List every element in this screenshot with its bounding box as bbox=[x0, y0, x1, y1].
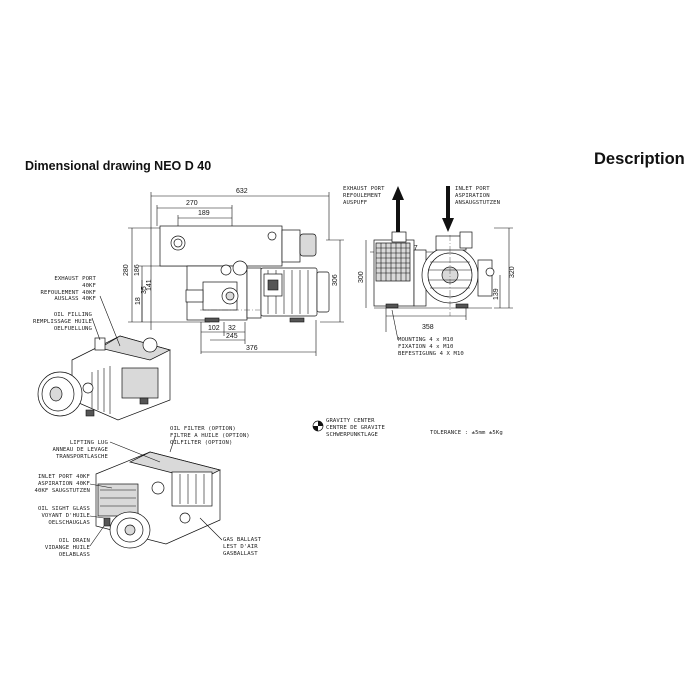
dim-300: 300 bbox=[358, 271, 365, 283]
label-oil-drain: OIL DRAIN VIDANGE HUILE OELABLASS bbox=[44, 538, 90, 558]
inlet-arrow bbox=[442, 186, 454, 232]
label-inlet-port-top: INLET PORT ASPIRATION ANSAUGSTUTZEN bbox=[455, 186, 501, 206]
label-gravity-center: GRAVITY CENTER CENTRE DE GRAVITE SCHWERP… bbox=[326, 418, 385, 438]
label-tolerance: TOLERANCE : ±5mm ±5Kg bbox=[430, 430, 503, 436]
dim-18: 18 bbox=[135, 297, 142, 305]
page-title: Dimensional drawing NEO D 40 bbox=[25, 159, 212, 173]
label-inlet-port-side: INLET PORT 40KF ASPIRATION 40KF 40KF SAU… bbox=[34, 474, 90, 494]
label-lifting-lug: LIFTING LUG ANNEAU DE LEVAGE TRANSPORTLA… bbox=[52, 440, 108, 460]
end-view: 257 300 3 bbox=[358, 186, 516, 341]
dim-320: 320 bbox=[509, 266, 516, 278]
isometric-view-top bbox=[37, 295, 171, 421]
dim-358: 358 bbox=[422, 324, 434, 331]
dim-32: 32 bbox=[228, 325, 236, 332]
label-oil-sight-glass: OIL SIGHT GLASS VOYANT D'HUILE OELSCHAUG… bbox=[37, 506, 90, 526]
dim-102: 102 bbox=[208, 325, 220, 332]
label-mounting: MOUNTING 4 x M10 FIXATION 4 x M10 BEFEST… bbox=[398, 337, 464, 357]
label-exhaust-port-top: EXHAUST PORT REFOULEMENT AUSPUFF bbox=[343, 186, 385, 206]
label-oil-filling: OIL FILLING REMPLISSAGE HUILE OELFUELLUN… bbox=[33, 312, 92, 332]
dim-35: 35 bbox=[141, 286, 148, 294]
dim-270: 270 bbox=[186, 200, 198, 207]
dim-139: 139 bbox=[493, 288, 500, 300]
isometric-view-bottom bbox=[89, 436, 223, 549]
description-heading: Description bbox=[594, 150, 685, 168]
dim-306: 306 bbox=[332, 274, 339, 286]
dim-189: 189 bbox=[198, 210, 210, 217]
dim-141: 141 bbox=[146, 279, 153, 291]
dim-186: 186 bbox=[134, 264, 141, 276]
dim-376: 376 bbox=[246, 345, 258, 352]
dim-280: 280 bbox=[123, 264, 130, 276]
label-oil-filter: OIL FILTER (OPTION) FILTRE A HUILE (OPTI… bbox=[170, 426, 250, 446]
exhaust-arrow bbox=[392, 186, 404, 235]
gravity-center-icon bbox=[312, 420, 324, 432]
dim-245: 245 bbox=[226, 333, 238, 340]
label-exhaust-port-side: EXHAUST PORT 40KF REFOULEMENT 40KF AUSLA… bbox=[40, 276, 96, 303]
front-view: 632 270 189 280 186 141 35 18 bbox=[123, 188, 344, 356]
label-gas-ballast: GAS BALLAST LEST D'AIR GASBALLAST bbox=[223, 537, 262, 557]
dim-632: 632 bbox=[236, 188, 248, 195]
